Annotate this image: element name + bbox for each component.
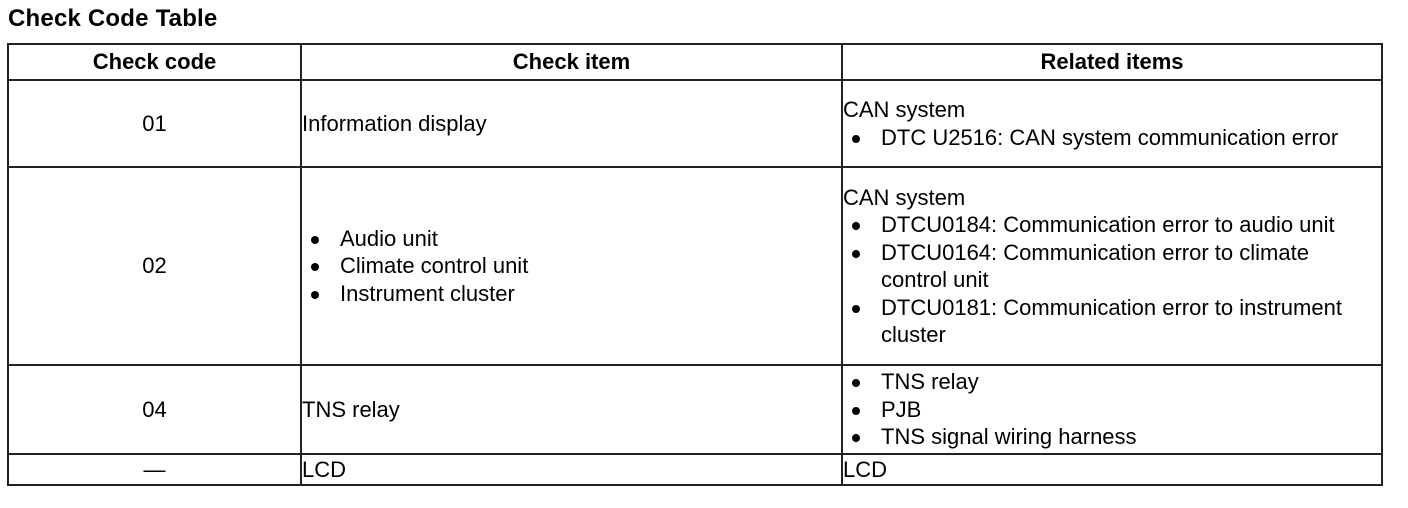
- related-group-label: CAN system: [843, 184, 966, 210]
- related-items-cell: TNS relay PJB TNS signal wiring harness: [841, 364, 1383, 455]
- header-related-items: Related items: [841, 43, 1383, 81]
- list-item-text: Instrument cluster: [340, 280, 515, 306]
- header-check-item: Check item: [300, 43, 843, 81]
- bullet-icon: [852, 222, 860, 230]
- list-item: TNS signal wiring harness: [843, 423, 1381, 451]
- bullet-icon: [852, 304, 860, 313]
- related-items-cell: CAN system DTCU0184: Communication error…: [841, 166, 1383, 366]
- list-item-text: DTCU0181: Communication error to instrum…: [881, 294, 1342, 348]
- list-item-text: DTC U2516: CAN system communication erro…: [881, 124, 1339, 150]
- table-row: — LCD LCD: [7, 453, 1383, 486]
- bullet-icon: [852, 134, 860, 143]
- related-list: TNS relay PJB TNS signal wiring harness: [843, 368, 1381, 451]
- check-code-cell: —: [7, 453, 302, 486]
- list-item: DTCU0164: Communication error to climate…: [843, 239, 1381, 294]
- table-header-row: Check code Check item Related items: [7, 43, 1383, 81]
- check-item-list: Audio unit Climate control unit Instrume…: [302, 225, 841, 308]
- bullet-icon: [852, 379, 860, 388]
- list-item-text: DTCU0184: Communication error to audio u…: [881, 212, 1335, 237]
- related-items-cell: LCD: [841, 453, 1383, 486]
- related-list: DTCU0184: Communication error to audio u…: [843, 211, 1381, 349]
- bullet-icon: [852, 249, 860, 258]
- related-items-cell: CAN system DTC U2516: CAN system communi…: [841, 79, 1383, 168]
- list-item: DTCU0181: Communication error to instrum…: [843, 294, 1381, 349]
- table-row: 04 TNS relay TNS relay PJB TNS signal wi…: [7, 364, 1383, 455]
- list-item-text: Audio unit: [340, 225, 438, 251]
- bullet-icon: [852, 406, 860, 415]
- check-item-cell: Information display: [300, 79, 843, 168]
- bullet-icon: [852, 434, 860, 443]
- bullet-icon: [311, 263, 319, 272]
- check-item-cell: LCD: [300, 453, 843, 486]
- check-code-table: Check code Check item Related items 01 I…: [7, 43, 1383, 486]
- list-item: PJB: [843, 396, 1381, 424]
- list-item-text: TNS signal wiring harness: [881, 424, 1137, 450]
- list-item-text: Climate control unit: [340, 253, 529, 279]
- bullet-icon: [311, 290, 319, 299]
- list-item: Climate control unit: [302, 252, 841, 280]
- list-item: TNS relay: [843, 368, 1381, 396]
- page-title: Check Code Table: [8, 5, 218, 32]
- check-code-cell: 02: [7, 166, 302, 366]
- list-item: Instrument cluster: [302, 280, 841, 308]
- list-item-text: DTCU0164: Communication error to climate…: [881, 239, 1309, 293]
- list-item: DTCU0184: Communication error to audio u…: [843, 211, 1381, 239]
- table-row: 01 Information display CAN system DTC U2…: [7, 79, 1383, 168]
- check-item-cell: TNS relay: [300, 364, 843, 455]
- header-check-code: Check code: [7, 43, 302, 81]
- list-item-text: TNS relay: [881, 369, 979, 395]
- table-row: 02 Audio unit Climate control unit Instr…: [7, 166, 1383, 366]
- bullet-icon: [311, 235, 319, 244]
- check-code-cell: 04: [7, 364, 302, 455]
- list-item: Audio unit: [302, 225, 841, 253]
- list-item: DTC U2516: CAN system communication erro…: [843, 124, 1381, 152]
- related-list: DTC U2516: CAN system communication erro…: [843, 124, 1381, 152]
- list-item-text: PJB: [881, 396, 922, 422]
- related-group-label: CAN system: [843, 97, 966, 122]
- check-item-cell: Audio unit Climate control unit Instrume…: [300, 166, 843, 366]
- check-code-cell: 01: [7, 79, 302, 168]
